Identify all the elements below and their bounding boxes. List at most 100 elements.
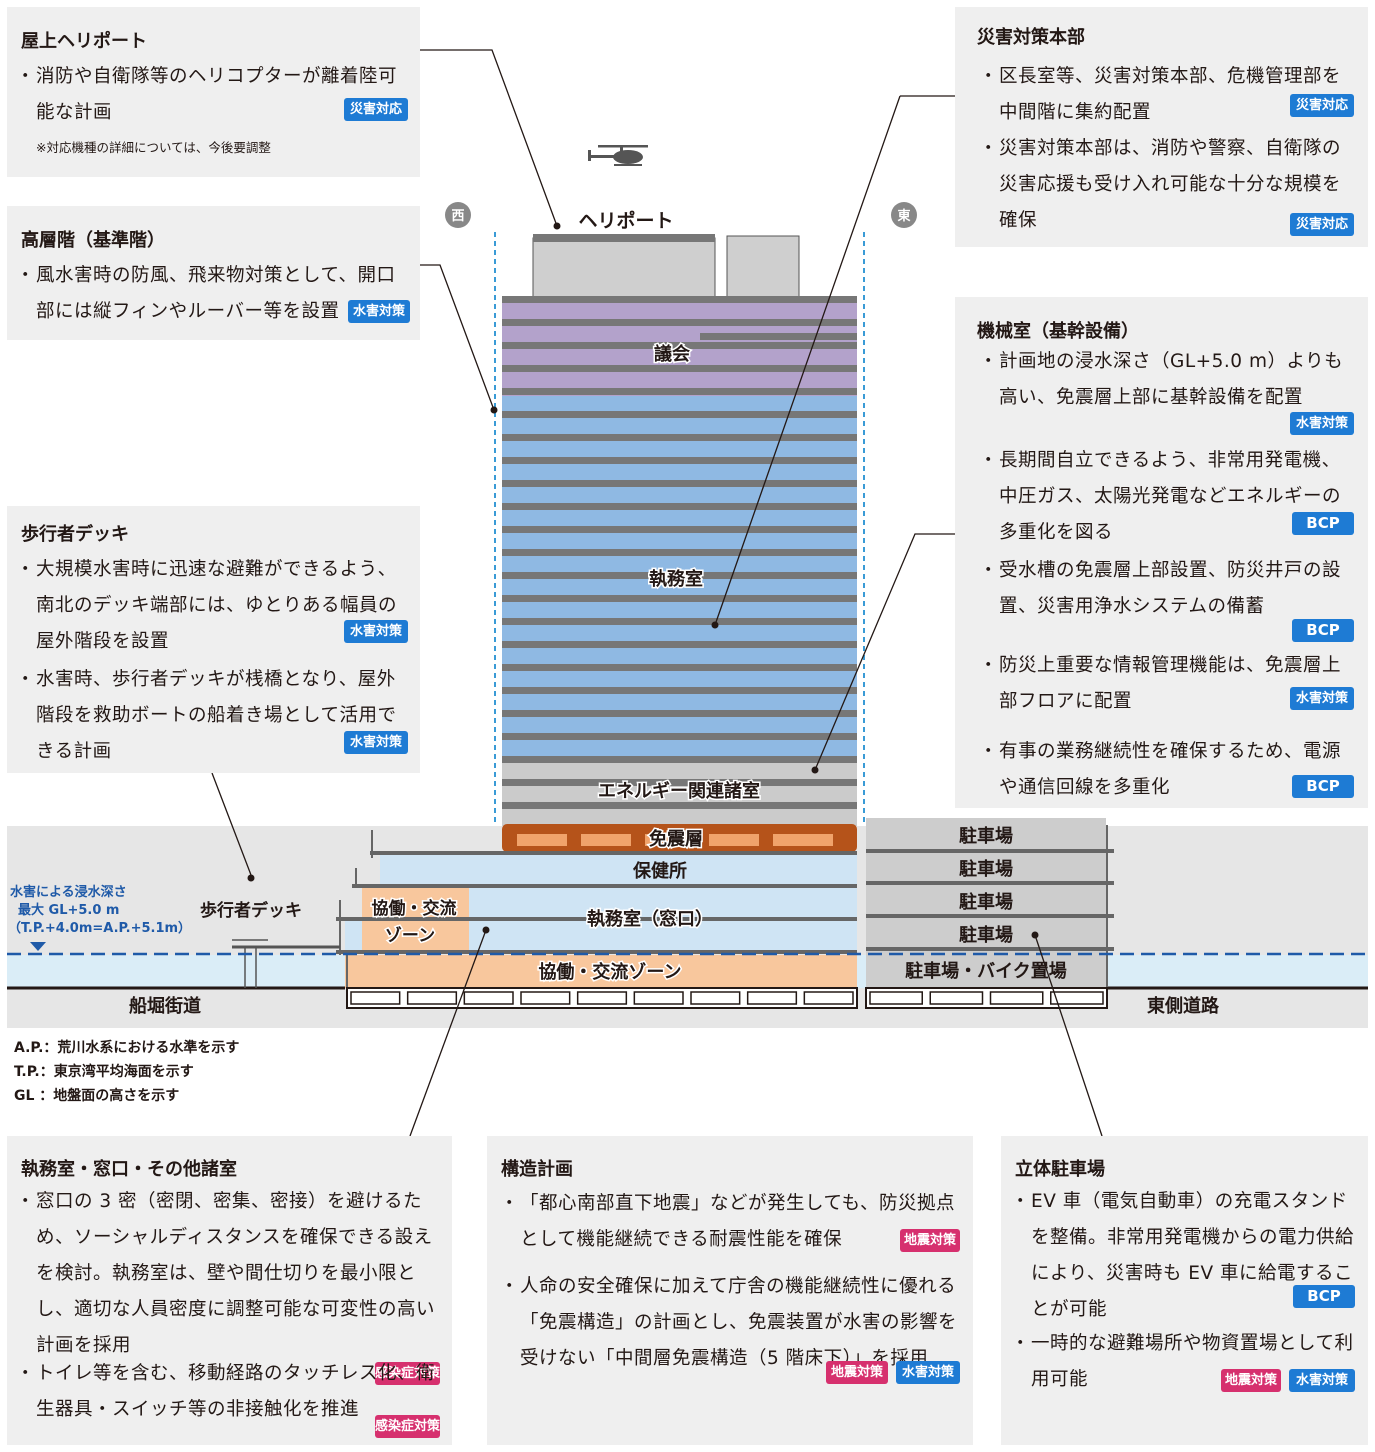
counter-label: 執務室（窓口） — [587, 908, 713, 930]
foundation-cell — [576, 991, 628, 1005]
flood-label-3: （T.P.+4.0m=A.P.+5.1m） — [8, 920, 191, 936]
bcp-badge: BCP — [1292, 512, 1354, 535]
podium-health — [380, 855, 857, 885]
floor-slab — [502, 710, 857, 717]
floor-slab — [502, 342, 857, 349]
panel-title: 構造計画 — [501, 1159, 573, 1180]
flood-badge: 水害対策 — [344, 731, 408, 754]
roof-stair-room — [726, 235, 800, 301]
bcp-badge: BCP — [1292, 619, 1354, 642]
west-marker — [445, 202, 471, 228]
helicopter-icon — [588, 145, 648, 166]
panel-title: 機械室（基幹設備） — [977, 321, 1139, 342]
deck-label: 歩行者デッキ — [200, 900, 302, 921]
floor-slab — [502, 641, 857, 648]
parking-label-1: 駐車場 — [959, 825, 1013, 847]
flood-label-2: 最大 GL+5.0 m — [18, 902, 119, 918]
flood-badge: 水害対策 — [1289, 1369, 1355, 1392]
panel-title: 歩行者デッキ — [21, 524, 129, 545]
panel-item: ・トイレ等を含む、移動経路のタッチレス化、衛生器具・スイッチ等の非接触化を推進 — [16, 1363, 436, 1420]
foundation-cell — [803, 991, 854, 1005]
earthquake-badge: 地震対策 — [1221, 1369, 1281, 1392]
panel-note: ※対応機種の詳細については、今後要調整 — [36, 140, 271, 155]
legend-tp: T.P.：東京湾平均海面を示す — [14, 1064, 194, 1080]
disaster-hq-panel: 災害対策本部 ・区長室等、災害対策本部、危機管理部を中間階に集約配置 災害対応 … — [955, 7, 1368, 247]
flood-level-marker — [30, 942, 46, 951]
heliport-label: ヘリポート — [578, 209, 673, 232]
infection-badge: 感染症対策 — [375, 1362, 440, 1385]
floor-slab — [502, 319, 857, 326]
leader-lines — [211, 49, 1103, 1137]
foundation-cell — [350, 991, 401, 1005]
panel-item: ・消防や自衛隊等のヘリコプターが離着陸可能な計画 — [16, 66, 398, 123]
flood-badge: 水害対策 — [344, 620, 408, 643]
disaster-response-badge: 災害対応 — [344, 98, 408, 121]
floor-slab — [502, 503, 857, 510]
disaster-response-badge: 災害対応 — [1290, 213, 1354, 236]
floor-slabs — [502, 296, 857, 809]
foundation-cell — [406, 991, 458, 1005]
flood-badge: 水害対策 — [1290, 687, 1354, 710]
panel-title: 高層階（基準階） — [21, 230, 165, 251]
collab-label-1: 協働・交流 — [372, 898, 457, 919]
office-label: 執務室 — [649, 568, 703, 590]
floor-slab — [502, 296, 857, 303]
east-marker — [891, 202, 917, 228]
floor-slab — [502, 595, 857, 602]
isolation-bearing — [709, 834, 759, 846]
foundation-east — [865, 987, 1108, 1009]
foundation-cell — [690, 991, 741, 1005]
bcp-badge: BCP — [1292, 775, 1354, 798]
parking-label-4: 駐車場 — [959, 924, 1013, 946]
office-panel: 執務室・窓口・その他諸室 ・窓口の 3 密（密閉、密集、密接）を避けるため、ソー… — [7, 1136, 452, 1445]
flood-badge: 水害対策 — [1290, 412, 1354, 435]
energy-zone — [502, 756, 857, 826]
floor-slab — [502, 687, 857, 694]
foundation-cell — [463, 991, 514, 1005]
panel-item: ・一時的な避難場所や物資置場として利用可能 — [1011, 1333, 1354, 1390]
legend-ap: A.P.：荒川水系における水準を示す — [14, 1040, 240, 1056]
leader-dot — [553, 222, 561, 230]
panel-item: ・EV 車（電気自動車）の充電スタンドを整備。非常用発電機からの電力供給により、… — [1011, 1191, 1355, 1320]
isolation-bearing — [517, 834, 567, 846]
assembly-gallery-slab — [700, 333, 857, 340]
west-label: 西 — [451, 209, 464, 224]
leader-dot — [811, 766, 819, 774]
east-label: 東 — [897, 208, 910, 224]
flood-badge: 水害対策 — [896, 1361, 960, 1384]
foundation-cell — [869, 991, 923, 1005]
leader-dot — [711, 621, 719, 629]
panel-item: ・防災上重要な情報管理機能は、免震層上部フロアに配置 — [979, 655, 1342, 712]
panel-item: ・有事の業務継続性を確保するため、電源や通信回線を多重化 — [979, 741, 1342, 798]
legend-gl: GL ：地盤面の高さを示す — [14, 1088, 180, 1104]
isolation-bearing — [581, 834, 631, 846]
earthquake-badge: 地震対策 — [900, 1229, 960, 1252]
isolation-bearing — [773, 834, 833, 846]
floor-slab — [502, 411, 857, 418]
leader-dot — [482, 926, 490, 934]
panel-item: ・大規模水害時に迅速な避難ができるよう、南北のデッキ端部には、ゆとりある幅員の屋… — [16, 559, 398, 652]
assembly-label: 議会 — [654, 343, 690, 365]
disaster-response-badge: 災害対応 — [1290, 94, 1354, 117]
panel-title: 立体駐車場 — [1015, 1159, 1105, 1180]
collab-ground-label: 協働・交流ゾーン — [538, 961, 681, 983]
roof-machine-room — [532, 237, 716, 301]
road-east-label: 東側道路 — [1147, 995, 1220, 1017]
foundation-cell — [633, 991, 684, 1005]
parking-panel: 立体駐車場 ・EV 車（電気自動車）の充電スタンドを整備。非常用発電機からの電力… — [1001, 1136, 1368, 1445]
floor-slab — [502, 549, 857, 556]
floor-slab — [502, 388, 857, 395]
floor-slab — [502, 756, 857, 763]
foundation-cell — [1050, 991, 1104, 1005]
parking-label-2: 駐車場 — [959, 858, 1013, 880]
floor-slab — [502, 779, 857, 786]
panel-item: ・長期間自立できるよう、非常用発電機、中圧ガス、太陽光発電などエネルギーの多重化… — [979, 450, 1342, 543]
panel-item: ・区長室等、災害対策本部、危機管理部を中間階に集約配置 — [979, 66, 1342, 123]
panel-title: 災害対策本部 — [977, 27, 1085, 48]
infection-badge: 感染症対策 — [375, 1415, 440, 1438]
floor-slab — [502, 526, 857, 533]
leader-dot — [490, 406, 498, 414]
floor-slab — [502, 434, 857, 441]
floor-slab — [502, 480, 857, 487]
